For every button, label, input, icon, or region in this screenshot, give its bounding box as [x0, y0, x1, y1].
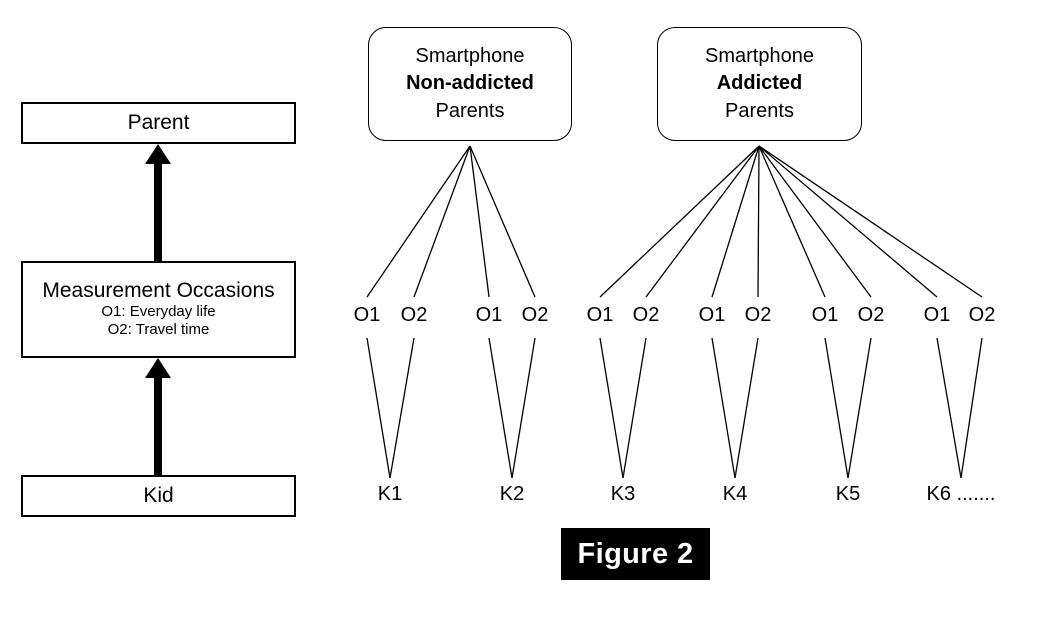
edge-non-addicted-to-o1-1 — [366, 145, 471, 298]
group-box-line-3: Parents — [435, 99, 505, 122]
kid-label-2: K2 — [499, 483, 525, 505]
group-box-line-1: Smartphone — [705, 44, 814, 67]
level-box-parent-title: Parent — [127, 111, 190, 135]
occasion-label-o2-2: O2 — [521, 304, 549, 326]
figure-caption: Figure 2 — [561, 528, 710, 580]
occasion-label-o2-3: O2 — [632, 304, 660, 326]
edge-o1-to-kid-3 — [599, 337, 624, 479]
occasion-label-o1-4: O1 — [698, 304, 726, 326]
occasion-label-o2-5: O2 — [857, 304, 885, 326]
level-box-measurement-title: Measurement Occasions — [42, 278, 275, 302]
level-box-measurement-sub-o2: O2: Travel time — [107, 321, 210, 339]
kid-label-4: K4 — [722, 483, 748, 505]
edge-addicted-to-o1-5 — [758, 145, 826, 298]
kid-label-1: K1 — [377, 483, 403, 505]
edge-o1-to-kid-2 — [488, 337, 513, 479]
arrow-head-up-icon — [145, 144, 171, 164]
level-box-measurement-occasions: Measurement Occasions O1: Everyday life … — [21, 261, 296, 358]
edge-o2-to-kid-1 — [389, 337, 415, 479]
occasion-label-o1-6: O1 — [923, 304, 951, 326]
arrow-kid-to-measurement — [145, 358, 171, 475]
arrow-shaft — [154, 161, 162, 261]
edge-non-addicted-to-o2-2 — [469, 145, 536, 298]
occasion-label-o1-1: O1 — [353, 304, 381, 326]
group-box-line-1: Smartphone — [415, 44, 525, 67]
edge-addicted-to-o1-6 — [758, 145, 938, 298]
arrow-measurement-to-parent — [145, 144, 171, 261]
kid-label-3: K3 — [610, 483, 636, 505]
figure-caption-text: Figure 2 — [577, 537, 694, 570]
edge-addicted-to-o1-3 — [599, 145, 760, 298]
edge-addicted-to-o2-5 — [758, 145, 872, 298]
edge-addicted-to-o1-4 — [711, 145, 760, 298]
level-box-kid: Kid — [21, 475, 296, 517]
occasion-label-o2-1: O2 — [400, 304, 428, 326]
edge-o1-to-kid-5 — [824, 337, 849, 479]
edge-non-addicted-to-o1-2 — [469, 145, 490, 298]
occasion-label-o1-5: O1 — [811, 304, 839, 326]
occasion-label-o1-3: O1 — [586, 304, 614, 326]
occasion-label-o2-6: O2 — [968, 304, 996, 326]
group-box-line-2: Addicted — [716, 72, 803, 95]
group-box-addicted-parents: Smartphone Addicted Parents — [657, 27, 862, 141]
group-box-line-3: Parents — [725, 99, 794, 122]
kid-label-5: K5 — [835, 483, 861, 505]
arrow-head-up-icon — [145, 358, 171, 378]
level-box-measurement-sub-o1: O1: Everyday life — [101, 302, 216, 320]
edge-o1-to-kid-6 — [936, 337, 962, 479]
occasion-label-o2-4: O2 — [744, 304, 772, 326]
group-box-non-addicted-parents: Smartphone Non-addicted Parents — [368, 27, 572, 141]
edge-o2-to-kid-4 — [734, 337, 759, 479]
arrow-shaft — [154, 375, 162, 475]
edge-non-addicted-to-o2-1 — [413, 145, 471, 298]
edge-addicted-to-o2-4 — [757, 145, 760, 298]
group-box-line-2: Non-addicted — [406, 72, 534, 95]
edge-o2-to-kid-5 — [847, 337, 872, 479]
kid-label-6: K6 ....... — [926, 483, 996, 505]
occasion-label-o1-2: O1 — [475, 304, 503, 326]
edge-o1-to-kid-4 — [711, 337, 736, 479]
edge-o1-to-kid-1 — [366, 337, 391, 479]
edge-addicted-to-o2-3 — [645, 145, 760, 298]
edge-addicted-to-o2-6 — [758, 145, 983, 298]
level-box-parent: Parent — [21, 102, 296, 144]
edge-o2-to-kid-3 — [622, 337, 647, 479]
edge-o2-to-kid-6 — [960, 337, 983, 479]
level-box-kid-title: Kid — [143, 484, 174, 508]
edge-o2-to-kid-2 — [511, 337, 536, 479]
